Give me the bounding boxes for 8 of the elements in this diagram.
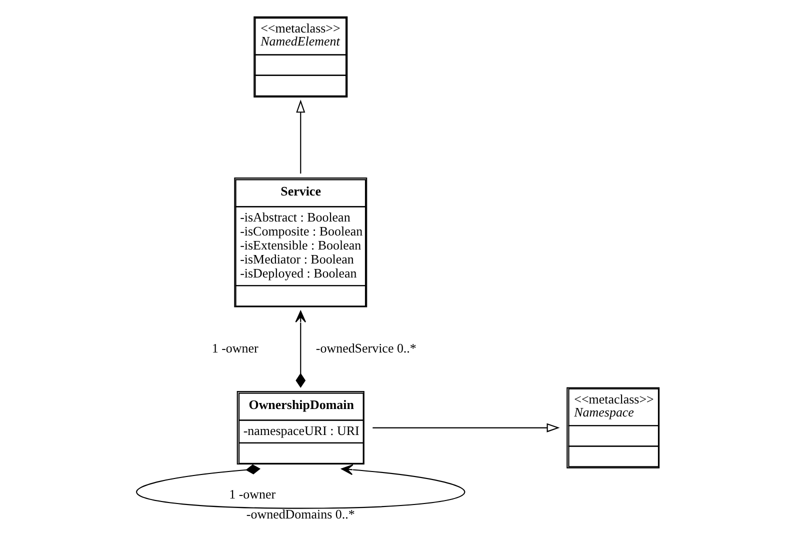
arrow	[294, 310, 306, 388]
label: 1 -owner	[228, 486, 276, 502]
label: -ownedService 0..*	[315, 340, 416, 356]
arrow	[136, 464, 464, 509]
label: -ownedDomains 0..*	[246, 506, 354, 522]
arrow	[372, 423, 560, 432]
label: 1 -owner	[211, 340, 258, 356]
arrow	[296, 100, 305, 174]
